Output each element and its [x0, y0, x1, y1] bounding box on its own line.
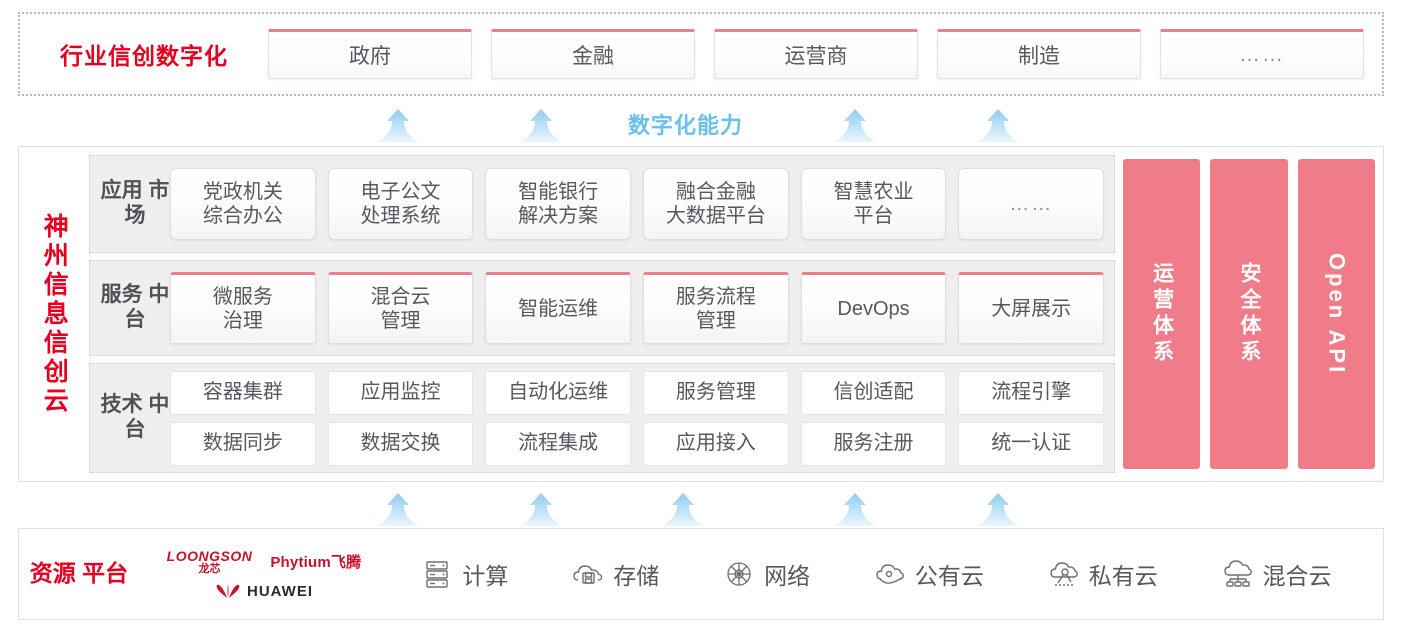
layer-service-platform: 服务 中台 微服务 治理 混合云 管理 智能运维 服务流程 管理 DevOps …: [89, 260, 1115, 356]
cloud-panel-title: 神州信息信创云: [19, 147, 89, 481]
tech-cell-app-monitoring[interactable]: 应用监控: [327, 370, 474, 415]
resource-item-public-cloud[interactable]: 公有云: [873, 557, 984, 591]
cloud-panel: 神州信息信创云 应用 市场 党政机关 综合办公 电子公文 处理系统 智能银行 解…: [18, 146, 1384, 482]
resource-item-hybrid-cloud-label: 混合云: [1262, 563, 1332, 589]
up-arrow-icon: [518, 492, 564, 528]
resource-item-list: 计算 存储 网络: [389, 557, 1383, 591]
resource-item-storage-label: 存储: [613, 563, 660, 589]
up-arrow-icon: [518, 108, 564, 144]
industry-box-list: 政府 金融 运营商 制造 ……: [268, 29, 1382, 79]
tech-cell-service-mgmt[interactable]: 服务管理: [643, 370, 789, 415]
tech-cell-data-exchange[interactable]: 数据交换: [327, 421, 474, 466]
tech-row-1: 容器集群 应用监控 自动化运维 服务管理 信创适配 流程引擎: [170, 370, 1105, 415]
app-cell-edoc-system[interactable]: 电子公文 处理系统: [327, 168, 474, 240]
phytium-logo: Phytium飞腾: [270, 554, 362, 571]
industry-box-more[interactable]: ……: [1160, 29, 1364, 79]
cloud-panel-body: 应用 市场 党政机关 综合办公 电子公文 处理系统 智能银行 解决方案 融合金融…: [89, 147, 1383, 481]
pillar-list: 运营体系 安全体系 Open API: [1123, 155, 1375, 473]
layer-tech-platform-label: 技术 中台: [100, 393, 170, 441]
resource-item-public-cloud-label: 公有云: [914, 563, 984, 589]
loongson-logo-text-cn: 龙芯: [198, 562, 221, 575]
layer-app-market-label: 应用 市场: [100, 179, 170, 227]
tech-cell-app-access[interactable]: 应用接入: [643, 421, 789, 466]
layer-app-market-cells: 党政机关 综合办公 电子公文 处理系统 智能银行 解决方案 融合金融 大数据平台…: [170, 168, 1105, 240]
service-cell-hybrid-cloud-mgmt[interactable]: 混合云 管理: [327, 272, 474, 344]
service-cell-devops[interactable]: DevOps: [800, 272, 947, 344]
tech-cell-process-integration[interactable]: 流程集成: [485, 421, 632, 466]
app-cell-finance-bigdata[interactable]: 融合金融 大数据平台: [643, 168, 789, 240]
resource-panel-title: 资源 平台: [29, 560, 129, 587]
resource-item-private-cloud-label: 私有云: [1088, 563, 1158, 589]
service-cell-service-process-mgmt[interactable]: 服务流程 管理: [643, 272, 789, 344]
up-arrow-icon: [832, 492, 878, 528]
huawei-flower-icon: [215, 583, 241, 599]
app-cell-smart-bank[interactable]: 智能银行 解决方案: [485, 168, 632, 240]
resource-item-private-cloud[interactable]: 私有云: [1047, 557, 1158, 591]
resource-item-network-label: 网络: [764, 563, 811, 589]
tech-cell-automated-ops[interactable]: 自动化运维: [485, 370, 632, 415]
resource-arrow-strip: [0, 488, 1402, 528]
up-arrow-icon: [975, 108, 1021, 144]
pillar-open-api[interactable]: Open API: [1297, 159, 1375, 469]
up-arrow-icon: [975, 492, 1021, 528]
pillar-security[interactable]: 安全体系: [1210, 159, 1288, 469]
cloud-storage-icon: [571, 557, 605, 591]
up-arrow-icon: [375, 108, 421, 144]
tech-row-2: 数据同步 数据交换 流程集成 应用接入 服务注册 统一认证: [170, 421, 1105, 466]
tech-cell-data-sync[interactable]: 数据同步: [170, 421, 316, 466]
loongson-logo-text-en: LOONGSON: [166, 547, 253, 564]
service-cell-microservice-governance[interactable]: 微服务 治理: [170, 272, 316, 344]
industry-box-manufacturing[interactable]: 制造: [937, 29, 1141, 79]
service-cell-smart-ops[interactable]: 智能运维: [485, 272, 632, 344]
app-cell-smart-agriculture[interactable]: 智慧农业 平台: [800, 168, 947, 240]
resource-item-compute-label: 计算: [462, 563, 509, 589]
tech-cell-process-engine[interactable]: 流程引擎: [958, 370, 1105, 415]
service-cell-dashboard[interactable]: 大屏展示: [958, 272, 1105, 344]
layer-tech-platform: 技术 中台 容器集群 应用监控 自动化运维 服务管理 信创适配 流程引擎 数据同…: [89, 363, 1115, 473]
huawei-logo-text: HUAWEI: [247, 582, 313, 600]
cloud-panel-title-text: 神州信息信创云: [40, 212, 69, 416]
industry-band: 行业信创数字化 政府 金融 运营商 制造 ……: [18, 12, 1384, 96]
vendor-logo-list: LOONGSON 龙芯 Phytium飞腾 HUAWEI: [139, 549, 389, 600]
pillar-open-api-label: Open API: [1324, 252, 1350, 376]
layer-service-platform-label: 服务 中台: [100, 283, 170, 331]
up-arrow-icon: [660, 492, 706, 528]
hybrid-cloud-icon: [1221, 557, 1255, 591]
pillar-security-label: 安全体系: [1237, 262, 1261, 366]
industry-band-title: 行业信创数字化: [60, 43, 228, 69]
vendor-row-bottom: HUAWEI: [215, 583, 313, 600]
up-arrow-icon: [375, 492, 421, 528]
network-icon: [722, 557, 756, 591]
resource-item-network[interactable]: 网络: [722, 557, 810, 591]
tech-cell-xinchuang-adaptation[interactable]: 信创适配: [800, 370, 947, 415]
tech-cell-container-cluster[interactable]: 容器集群: [170, 370, 316, 415]
layer-app-market: 应用 市场 党政机关 综合办公 电子公文 处理系统 智能银行 解决方案 融合金融…: [89, 155, 1115, 253]
industry-box-finance[interactable]: 金融: [491, 29, 695, 79]
pillar-operations-label: 运营体系: [1150, 262, 1174, 366]
resource-panel: 资源 平台 LOONGSON 龙芯 Phytium飞腾: [18, 528, 1384, 620]
industry-box-carrier[interactable]: 运营商: [714, 29, 918, 79]
huawei-logo: HUAWEI: [215, 583, 313, 600]
layer-tech-platform-cells: 容器集群 应用监控 自动化运维 服务管理 信创适配 流程引擎 数据同步 数据交换…: [170, 370, 1105, 466]
pillar-operations[interactable]: 运营体系: [1123, 159, 1201, 469]
resource-item-hybrid-cloud[interactable]: 混合云: [1221, 557, 1332, 591]
loongson-logo: LOONGSON 龙芯: [167, 549, 253, 575]
industry-box-government[interactable]: 政府: [268, 29, 472, 79]
tech-cell-unified-auth[interactable]: 统一认证: [958, 421, 1105, 466]
layer-service-platform-cells: 微服务 治理 混合云 管理 智能运维 服务流程 管理 DevOps 大屏展示: [170, 272, 1105, 344]
cloud-layer-list: 应用 市场 党政机关 综合办公 电子公文 处理系统 智能银行 解决方案 融合金融…: [89, 155, 1115, 473]
server-icon: [420, 557, 454, 591]
app-cell-government-office[interactable]: 党政机关 综合办公: [170, 168, 316, 240]
tech-cell-service-registry[interactable]: 服务注册: [800, 421, 947, 466]
up-arrow-icon: [832, 108, 878, 144]
public-cloud-icon: [873, 557, 907, 591]
resource-item-compute[interactable]: 计算: [420, 557, 508, 591]
vendor-row-top: LOONGSON 龙芯 Phytium飞腾: [167, 549, 362, 575]
capability-label: 数字化能力: [628, 113, 744, 138]
resource-item-storage[interactable]: 存储: [571, 557, 659, 591]
capability-arrow-strip: 数字化能力: [0, 104, 1402, 144]
app-cell-more[interactable]: ……: [958, 168, 1105, 240]
private-cloud-icon: [1047, 557, 1081, 591]
